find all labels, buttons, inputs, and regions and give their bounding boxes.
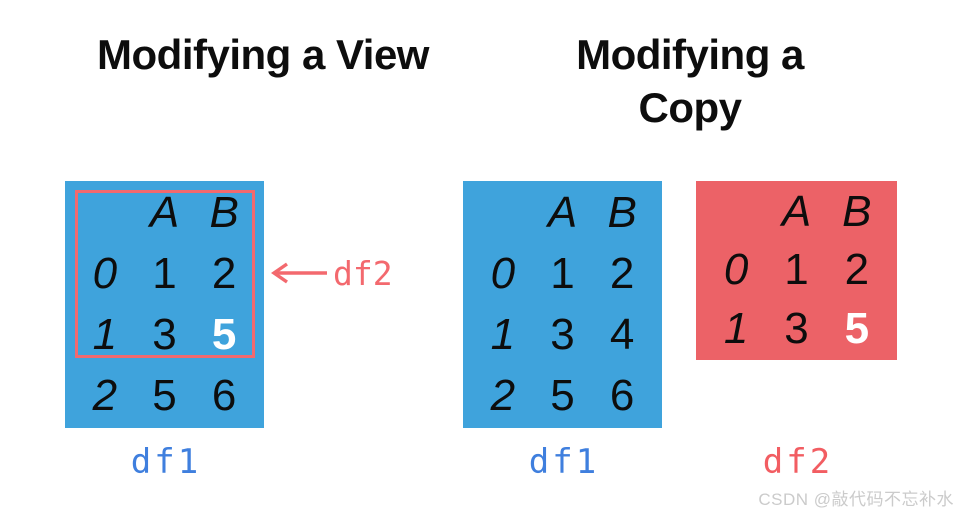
index-cell: 1 [723,303,749,353]
index-cell: 0 [92,249,118,299]
df1-label-right: df1 [528,442,600,482]
index-cell: 1 [92,309,118,359]
df2-view-annotation: df2 [266,253,393,293]
copy-df2-table: A B 0 1 2 1 3 5 [696,181,897,360]
header-cell-a: A [149,188,180,238]
index-cell: 2 [490,370,516,420]
value-cell: 5 [152,370,177,420]
value-cell: 5 [550,370,575,420]
index-cell: 1 [490,309,516,359]
highlighted-value-cell: 5 [211,309,237,359]
value-cell: 6 [211,370,237,420]
value-cell: 1 [152,249,177,299]
value-cell: 2 [211,249,237,299]
header-index-cell [706,183,766,241]
header-cell-b: B [842,187,872,237]
header-index-cell [75,183,135,244]
value-cell: 4 [609,309,635,359]
left-title: Modifying a View [97,31,429,78]
right-title: Modifying a Copy [576,31,804,131]
header-cell-a: A [547,188,578,238]
copy-df1-table: A B 0 1 2 1 3 4 2 5 6 [463,181,662,428]
highlighted-value-cell: 5 [844,303,870,353]
df1-label-left: df1 [130,442,202,482]
header-index-cell [473,183,533,244]
header-cell-b: B [607,188,637,238]
view-df1-table: A B 0 1 2 1 3 5 2 5 6 [65,181,264,428]
left-arrow-icon [271,262,327,284]
value-cell: 2 [844,245,870,295]
index-cell: 0 [723,245,749,295]
value-cell: 3 [152,309,177,359]
header-cell-a: A [781,187,812,237]
value-cell: 1 [550,249,575,299]
annotation-label: df2 [333,253,393,293]
header-cell-b: B [209,188,239,238]
value-cell: 2 [609,249,635,299]
index-cell: 0 [490,249,516,299]
index-cell: 2 [92,370,118,420]
csdn-watermark: CSDN @敲代码不忘补水 [758,490,954,509]
value-cell: 3 [550,309,575,359]
value-cell: 3 [784,303,809,353]
value-cell: 1 [784,245,809,295]
value-cell: 6 [609,370,635,420]
df2-label: df2 [762,442,834,482]
